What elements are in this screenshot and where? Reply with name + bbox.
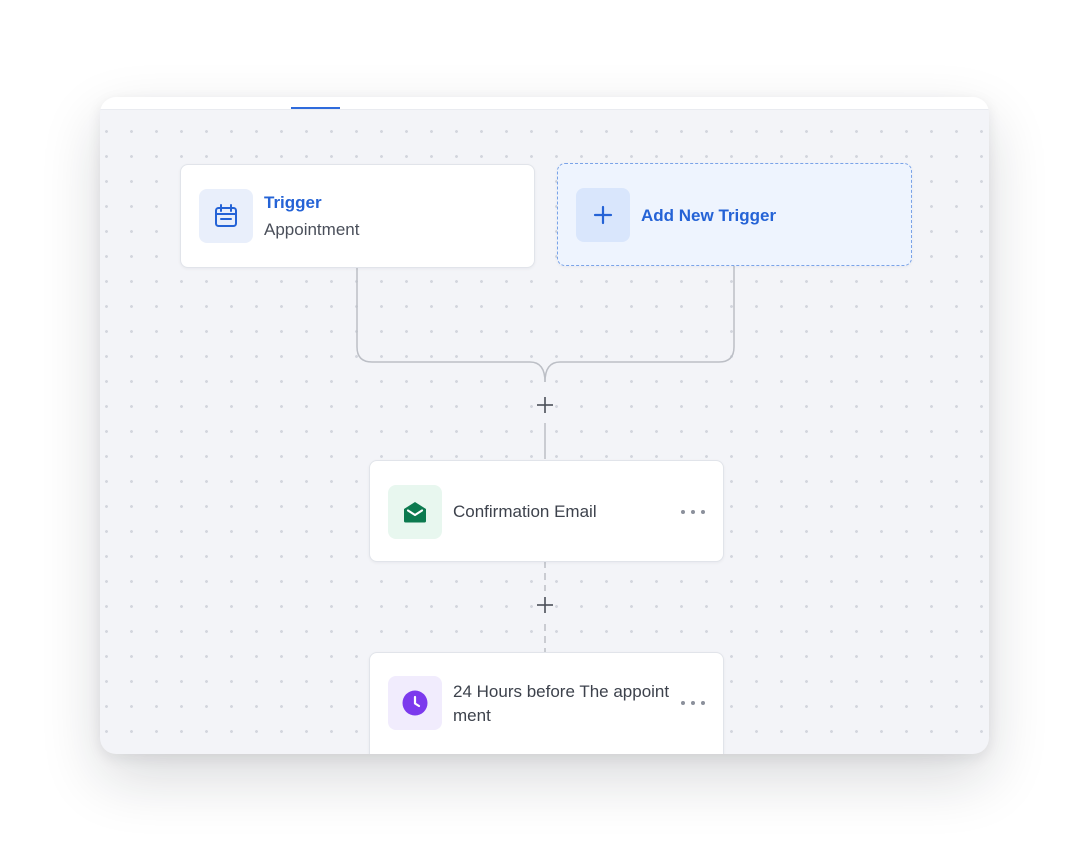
- add-new-trigger-card[interactable]: Add New Trigger: [557, 163, 912, 266]
- more-dot: [681, 701, 685, 705]
- envelope-open-icon: [404, 502, 426, 523]
- plus-icon: [537, 597, 553, 613]
- step-card-delay[interactable]: 24 Hours before The appointment: [369, 652, 724, 754]
- plus-icon: [593, 205, 613, 225]
- more-options-button[interactable]: [681, 698, 705, 708]
- workflow-builder-window: Trigger Appointment Add New Trigger Conf…: [100, 97, 989, 754]
- trigger-title: Trigger: [264, 193, 322, 212]
- step-label: Confirmation Email: [453, 502, 597, 521]
- add-step-button-2[interactable]: [534, 594, 556, 616]
- connector-lines: [356, 265, 735, 652]
- top-toolbar: [100, 97, 989, 110]
- more-dot: [681, 510, 685, 514]
- step-card-confirmation-email[interactable]: Confirmation Email: [369, 460, 724, 562]
- connector-add-trigger-branch: [544, 265, 735, 383]
- connector-trigger-branch: [356, 267, 546, 383]
- more-dot: [701, 701, 705, 705]
- trigger-card[interactable]: Trigger Appointment: [180, 164, 535, 268]
- active-tab-indicator: [291, 107, 340, 109]
- more-dot: [691, 510, 695, 514]
- add-step-button-1[interactable]: [534, 394, 556, 416]
- add-trigger-icon-box: [576, 188, 630, 242]
- email-icon-box: [388, 485, 442, 539]
- calendar-icon: [215, 204, 237, 227]
- clock-icon: [402, 690, 428, 716]
- plus-icon: [537, 397, 553, 413]
- more-options-button[interactable]: [681, 507, 705, 517]
- trigger-icon-box: [199, 189, 253, 243]
- clock-icon-box: [388, 676, 442, 730]
- add-new-trigger-label: Add New Trigger: [641, 206, 777, 225]
- trigger-subtitle: Appointment: [264, 220, 360, 239]
- more-dot: [701, 510, 705, 514]
- more-dot: [691, 701, 695, 705]
- step-label: 24 Hours before The appointment: [453, 682, 670, 725]
